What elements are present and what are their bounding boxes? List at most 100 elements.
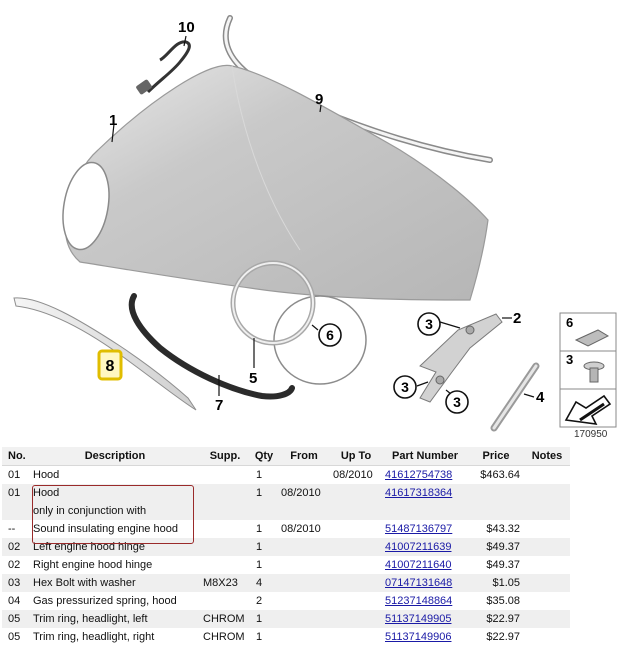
cell-notes [524,502,570,520]
cell-no [2,502,30,520]
cell-from [278,592,330,610]
part-number-link[interactable]: 51137149906 [385,631,452,643]
cell-qty: 1 [256,523,263,535]
part-number-link[interactable]: 51137149905 [385,613,452,625]
cell-notes [524,628,570,646]
col-header-notes[interactable]: Notes [524,447,570,466]
cell-from [278,466,330,485]
cell-qty: 1 [256,469,263,481]
cell-description: Hood [30,484,200,502]
parts-table: No. Description Supp. Qty From Up To Par… [2,447,570,646]
cell-price: $1.05 [468,574,524,592]
col-header-from[interactable]: From [278,447,330,466]
callout-3-circle: 3 [445,390,469,414]
cell-no: 01 [2,484,30,502]
cell-supp: M8X23 [200,574,250,592]
cable-connector [136,79,152,95]
svg-text:3: 3 [401,379,409,395]
cell-part-number: 41617318364 [382,484,468,502]
part-number-link[interactable]: 41007211639 [385,541,452,553]
part-number-link[interactable]: 07147131648 [385,577,453,589]
col-header-part-number[interactable]: Part Number [382,447,468,466]
cell-supp: CHROM [200,610,250,628]
callout-1: 1 [109,112,117,129]
cell-notes [524,592,570,610]
part-number-link[interactable]: 41612754738 [385,469,453,481]
cell-from [278,628,330,646]
cell-description: Trim ring, headlight, left [30,610,200,628]
cell-supp [200,592,250,610]
svg-text:8: 8 [106,358,115,375]
cell-supp [200,520,250,538]
legend-3: 3 [566,352,573,367]
cell-from [278,556,330,574]
cell-upto [330,592,382,610]
col-header-qty[interactable]: Qty [250,447,278,466]
cell-from [278,574,330,592]
cell-no: 01 [8,469,21,481]
legend-6: 6 [566,315,573,330]
col-header-upto[interactable]: Up To [330,447,382,466]
left-headlight-opening [62,161,110,251]
cell-description: Gas pressurized spring, hood [33,595,177,607]
col-header-price[interactable]: Price [468,447,524,466]
callout-6-circle: 6 [318,323,342,347]
cell-upto [330,610,382,628]
cell-price [468,484,524,502]
arrow-icon [564,394,612,425]
part-number-link[interactable]: 41007211640 [385,559,452,571]
callout-9: 9 [315,91,323,108]
callout-7: 7 [215,397,223,414]
part-number-link[interactable]: 41617318364 [385,487,453,499]
cell-no: 02 [2,538,30,556]
cell-price: $49.37 [468,538,524,556]
cell-from [278,610,330,628]
col-header-no[interactable]: No. [2,447,30,466]
cell-supp [200,556,250,574]
cell-price: $22.97 [468,610,524,628]
cell-qty: 1 [256,631,263,643]
cell-no: 05 [8,631,21,643]
svg-text:3: 3 [425,316,433,332]
cell-supp [200,466,250,485]
col-header-description[interactable]: Description [30,447,200,466]
legend-panel: 6 3 [559,312,617,428]
cell-no: 03 [2,574,30,592]
cell-upto: 08/2010 [333,469,373,481]
part-number-link[interactable]: 51487136797 [385,523,453,535]
cell-qty: 1 [256,559,263,571]
cell-notes [524,520,570,538]
cell-upto [330,628,382,646]
cell-notes [524,556,570,574]
cell-qty: 1 [250,538,278,556]
table-row[interactable]: only in conjunction with [2,502,570,520]
cell-description: Hex Bolt with washer [30,574,200,592]
callout-8-highlighted[interactable]: 8 [97,349,123,381]
callout-5: 5 [249,370,257,387]
clip-icon [574,329,610,347]
cell-from [278,538,330,556]
part-number-link[interactable]: 51237148864 [385,595,453,607]
cell-description: Hood [33,469,60,481]
cell-part-number: 51487136797 [382,520,468,538]
cell-qty: 2 [256,595,263,607]
cell-upto [330,556,382,574]
col-header-supp[interactable]: Supp. [200,447,250,466]
cell-part-number [382,502,468,520]
cell-upto [330,484,382,502]
cell-description: Right engine hood hinge [33,559,153,571]
cell-from: 08/2010 [278,484,330,502]
cell-price: $35.08 [486,595,520,607]
cell-no: -- [8,523,16,535]
cell-from: 08/2010 [281,523,321,535]
cell-part-number: 41612754738 [382,466,468,485]
